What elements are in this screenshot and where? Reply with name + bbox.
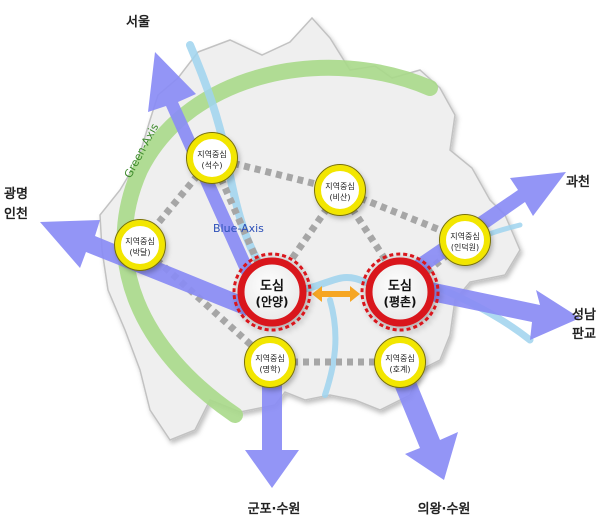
green-axis-arc — [116, 59, 438, 423]
seoksu-title: 지역중심 — [197, 149, 226, 159]
myeonghak-name: (명학) — [260, 364, 281, 374]
hogye-title: 지역중심 — [385, 353, 414, 363]
arrow-gunpo-suwon — [245, 380, 299, 488]
regional-center-bisan — [314, 164, 366, 216]
regional-center-bakdal — [114, 219, 166, 271]
indeogwon-title: 지역중심 — [450, 231, 479, 241]
indeogwon-name: (인덕원) — [451, 242, 479, 252]
anyang-title: 도심 — [260, 278, 284, 294]
anyang-name: (안양) — [255, 294, 288, 309]
regional-center-seoksu — [186, 132, 238, 184]
label-gunpo-suwon: 군포·수원 — [248, 502, 301, 517]
bisan-name: (비산) — [330, 192, 351, 202]
label-gwacheon: 과천 — [566, 175, 590, 190]
arrow-seongnam-pangyo — [426, 282, 580, 340]
city-center-anyang — [232, 252, 312, 332]
hogye-name: (호계) — [390, 364, 411, 374]
seoksu-name: (석수) — [202, 160, 223, 170]
label-pangyo: 판교 — [572, 326, 596, 342]
regional-center-indeogwon — [439, 214, 491, 266]
regional-center-myeonghak — [244, 336, 296, 388]
core-link-arrow — [312, 286, 360, 302]
label-seongnam: 성남 — [572, 307, 596, 323]
bakdal-title: 지역중심 — [125, 236, 154, 246]
label-uiwang-suwon: 의왕·수원 — [418, 501, 471, 517]
label-incheon: 인천 — [4, 206, 28, 222]
pyeongchon-title: 도심 — [388, 278, 412, 294]
blue-axis-label: Blue-Axis — [213, 222, 264, 235]
label-seoul: 서울 — [126, 14, 150, 30]
myeonghak-title: 지역중심 — [255, 353, 284, 363]
regional-center-hogye — [374, 336, 426, 388]
label-gwangmyeong: 광명 — [4, 186, 28, 202]
city-center-pyeongchon — [360, 252, 440, 332]
bakdal-name: (박달) — [130, 247, 151, 257]
arrow-uiwang-suwon — [392, 372, 458, 480]
bisan-title: 지역중심 — [325, 181, 354, 191]
pyeongchon-name: (평촌) — [383, 294, 416, 309]
